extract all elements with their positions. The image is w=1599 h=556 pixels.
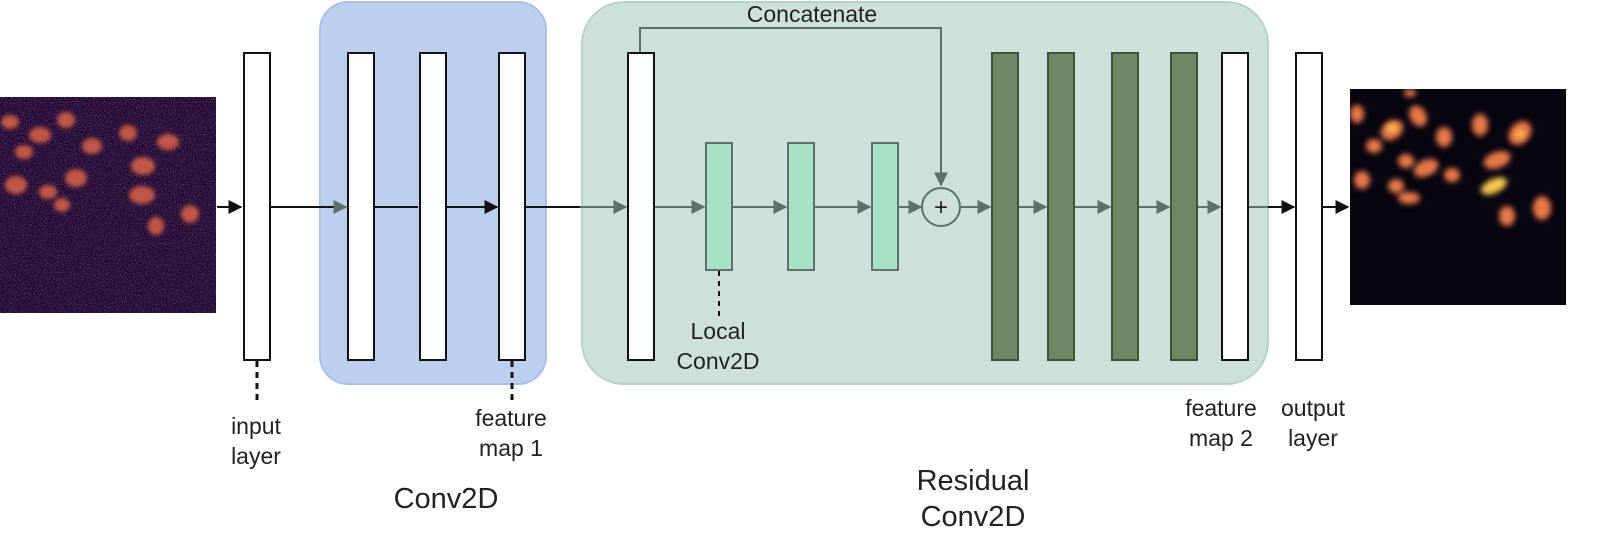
input-image: [0, 97, 216, 313]
local-conv2d-layer-3: [871, 142, 899, 271]
concatenate-label: Concatenate: [747, 1, 877, 27]
local-conv2d-label-line2: Conv2D: [676, 348, 759, 374]
flow-arrows: [217, 27, 1350, 214]
residual-block-label-line2: Conv2D: [921, 501, 1026, 533]
output-layer-label-line2: layer: [1288, 425, 1338, 451]
residual-conv-layer-2: [1047, 52, 1075, 361]
feature-map-2-layer: [1221, 52, 1249, 361]
feature-map-1-label-line1: feature: [475, 405, 547, 431]
input-layer: [243, 52, 271, 361]
feature-map-2-label-line2: map 2: [1189, 425, 1253, 451]
output-layer: [1295, 52, 1323, 361]
residual-conv-layer-4: [1170, 52, 1198, 361]
input-layer-label-line1: input: [231, 413, 281, 439]
conv2d-layer-2: [419, 52, 447, 361]
residual-conv-layer-1: [991, 52, 1019, 361]
feature-map-2-label-line1: feature: [1185, 395, 1257, 421]
feature-map-1-layer: [498, 52, 526, 361]
local-conv2d-layer-2: [787, 142, 815, 271]
conv2d-block-label: Conv2D: [394, 483, 499, 515]
residual-input-layer: [627, 52, 655, 361]
residual-conv2d-block-background: [581, 1, 1269, 385]
local-conv2d-label-line1: Local: [691, 318, 746, 344]
conv2d-layer-1: [347, 52, 375, 361]
output-layer-label-line1: output: [1281, 395, 1346, 421]
local-conv2d-layer-1: [705, 142, 733, 271]
plus-symbol: +: [934, 194, 948, 221]
residual-conv-layer-3: [1111, 52, 1139, 361]
feature-map-1-label-line2: map 1: [479, 435, 543, 461]
residual-block-label-line1: Residual: [917, 465, 1030, 497]
output-image: [1350, 89, 1566, 305]
input-layer-label-line2: layer: [231, 443, 281, 469]
concatenate-node: [921, 187, 961, 227]
